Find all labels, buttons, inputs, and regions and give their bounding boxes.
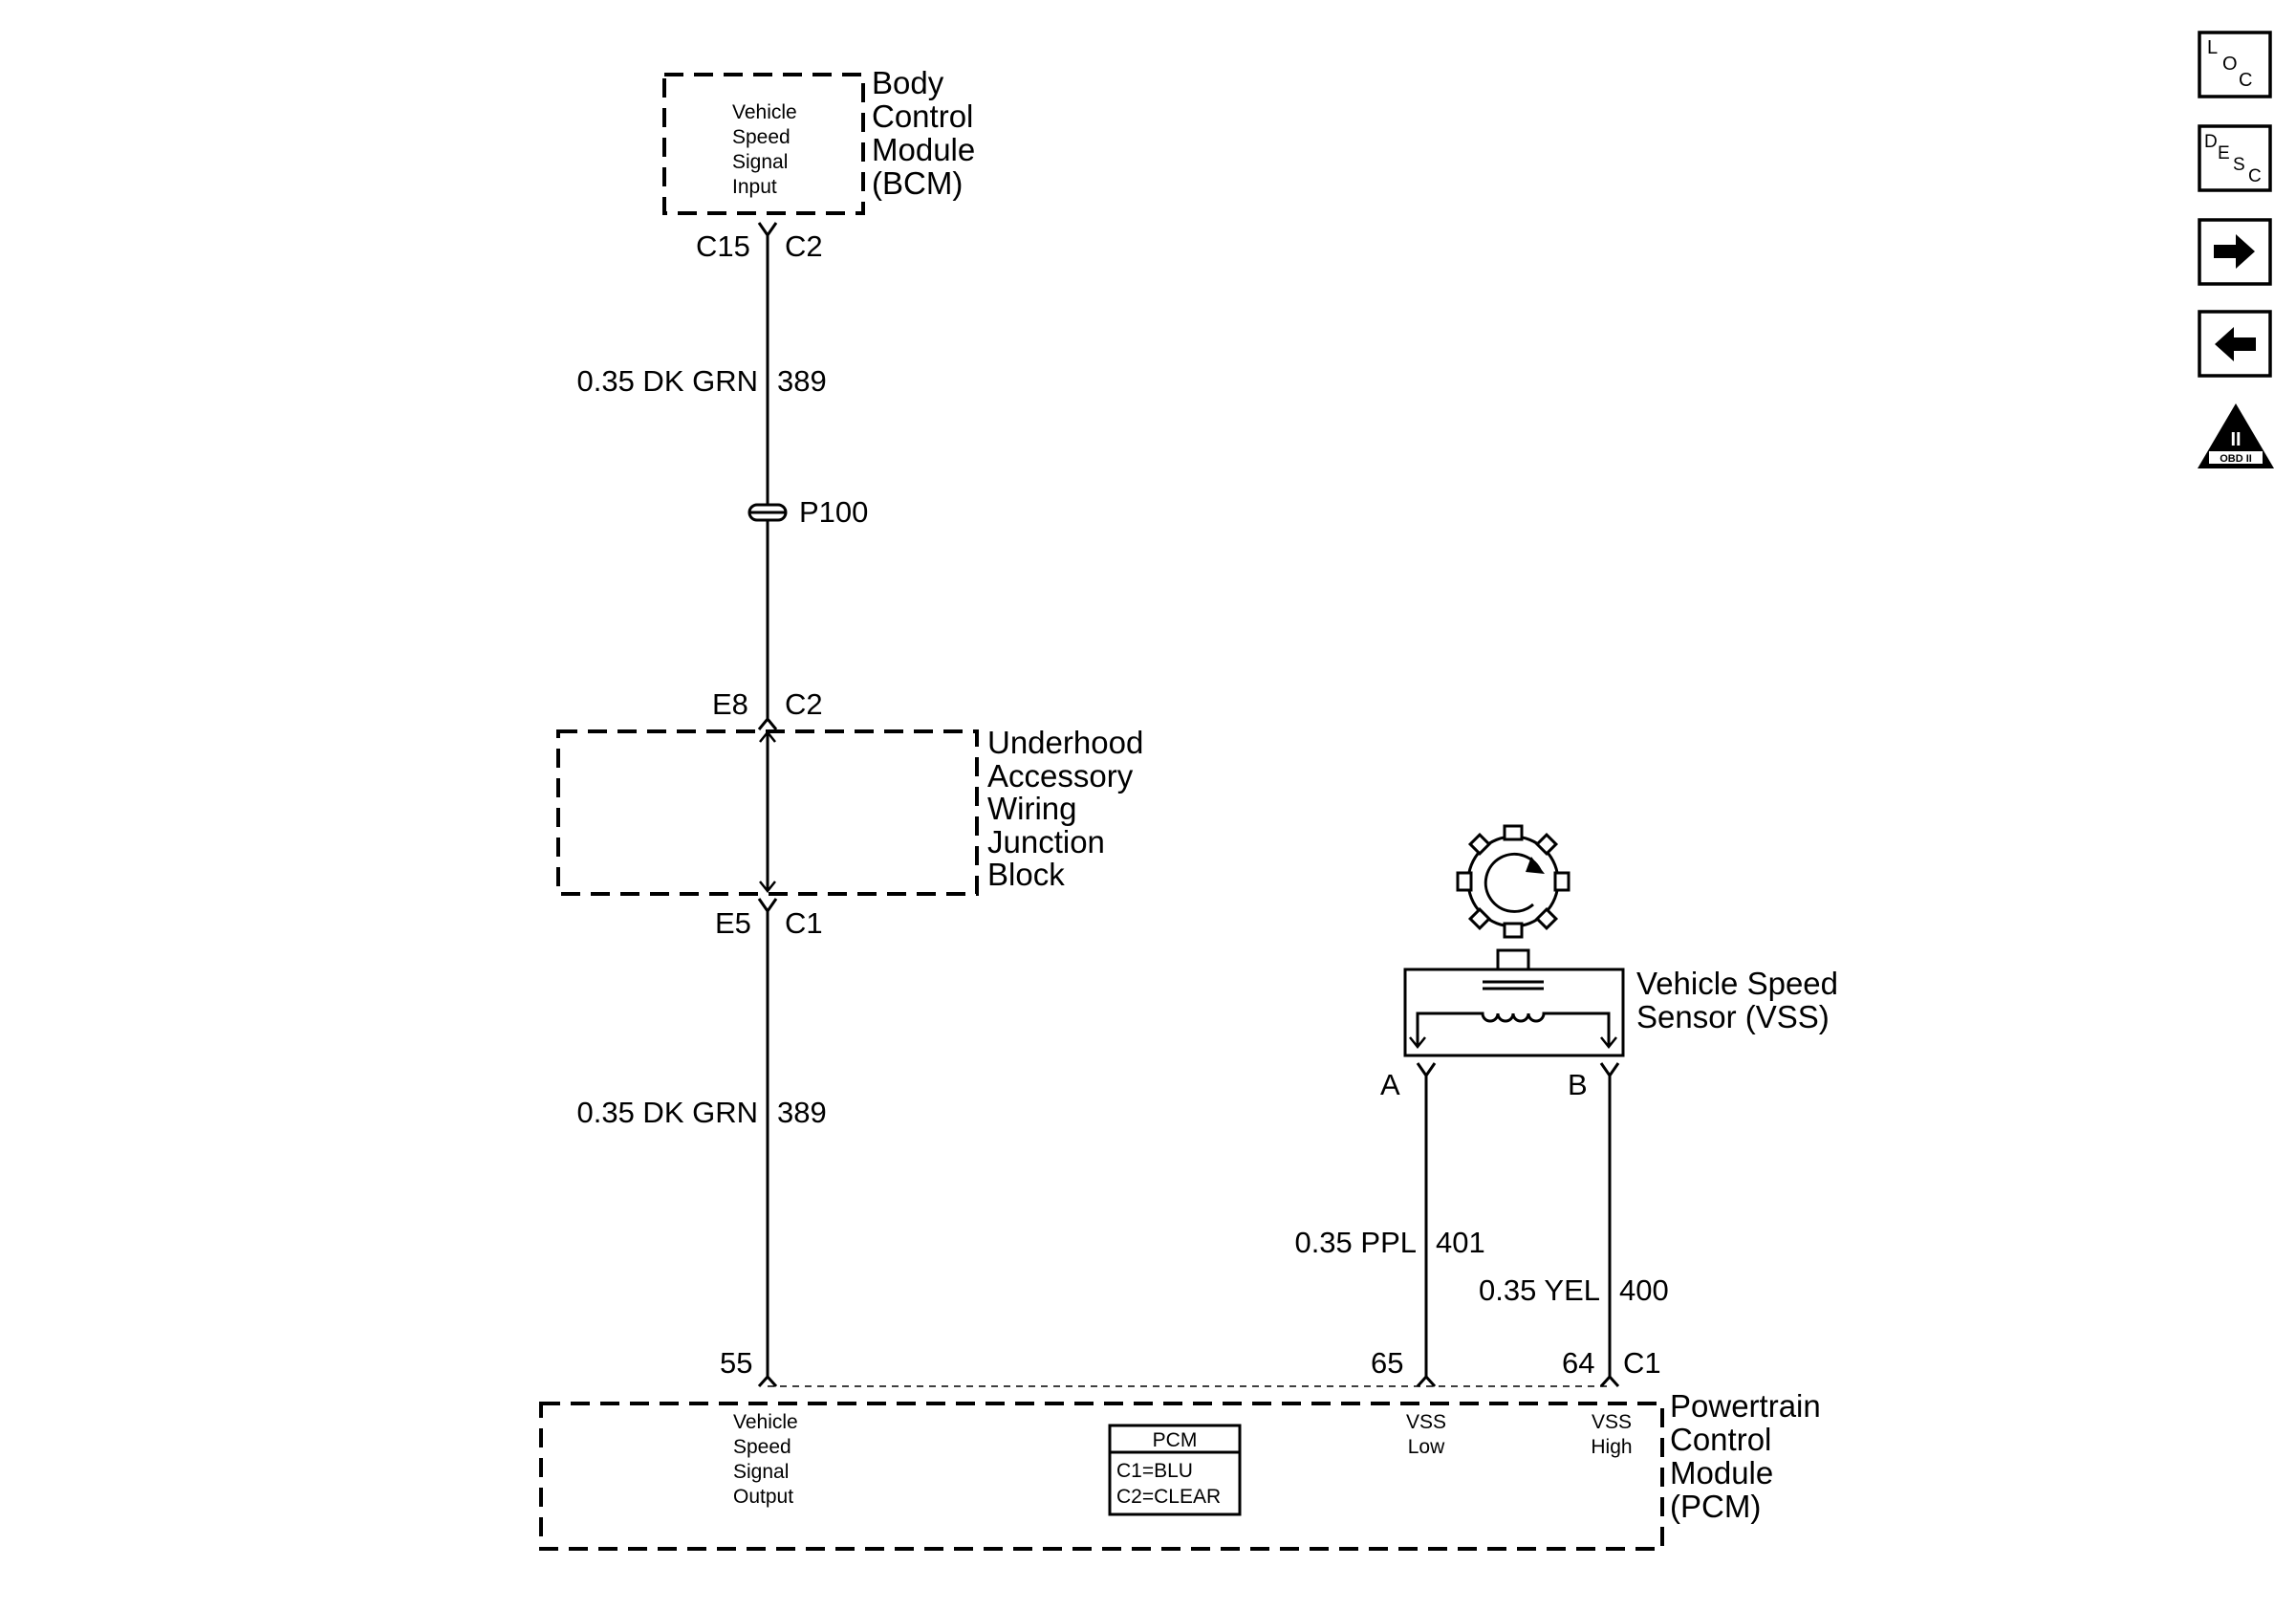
pcm-high-label-1: VSS	[1592, 1411, 1632, 1433]
pcm-label-line-2: Control	[1670, 1422, 1771, 1457]
junction-top-connector: C2	[785, 687, 823, 721]
bcm-module: Vehicle Speed Signal Input Body Control …	[662, 65, 975, 263]
pcm-low-label-1: VSS	[1406, 1411, 1446, 1433]
bcm-inner-line-4: Input	[732, 176, 777, 198]
bcm-box	[662, 73, 865, 215]
obd-symbol: II	[2230, 429, 2241, 450]
junction-bottom-pin: E5	[715, 906, 751, 940]
junction-internal-arrow-down	[759, 881, 776, 894]
bcm-label-line-1: Body	[872, 65, 944, 100]
loc-letter-3: C	[2239, 70, 2252, 91]
nav-desc-button[interactable]: D E S C	[2198, 124, 2272, 192]
desc-letter-3: S	[2233, 155, 2245, 175]
junction-bottom-connector-symbol	[757, 898, 778, 914]
pcm-connector-64-symbol	[1599, 1374, 1620, 1388]
coil-icon	[1409, 980, 1617, 1050]
bcm-connector: C2	[785, 229, 823, 263]
nav-obd-button[interactable]: II OBD II	[2198, 403, 2274, 468]
splice-label: P100	[799, 495, 868, 529]
pcm-pin-high: 64	[1562, 1346, 1594, 1380]
pcm-output-label-3: Signal	[733, 1461, 789, 1483]
junction-label-line-1: Underhood	[987, 725, 1143, 760]
junction-internal-arrow-up	[759, 729, 776, 743]
wire-389-upper-gauge: 0.35 DK GRN	[576, 364, 758, 398]
splice-p100: P100	[747, 495, 868, 529]
junction-bottom-connector: C1	[785, 906, 823, 940]
bcm-inner-line-2: Speed	[732, 126, 791, 148]
wire-400-gauge: 0.35 YEL	[1479, 1273, 1600, 1307]
desc-letter-1: D	[2204, 132, 2218, 152]
obd-label-bg	[2209, 451, 2263, 464]
pcm-box	[539, 1402, 1664, 1551]
vss-pin-a: A	[1380, 1068, 1400, 1101]
pcm-output-label-4: Output	[733, 1486, 793, 1508]
obd-label: OBD II	[2220, 453, 2252, 465]
junction-top-pin: E8	[712, 687, 748, 721]
junction-label-line-4: Junction	[987, 824, 1105, 859]
vss-connector-b-symbol	[1599, 1062, 1620, 1078]
bcm-label-line-4: (BCM)	[872, 165, 963, 201]
loc-letter-1: L	[2207, 37, 2218, 58]
wire-389-lower-gauge: 0.35 DK GRN	[576, 1096, 758, 1129]
pcm-output-label-2: Speed	[733, 1436, 791, 1458]
vss-label-line-1: Vehicle Speed	[1636, 966, 1838, 1001]
pcm-connector-legend: PCM C1=BLU C2=CLEAR	[1108, 1424, 1242, 1516]
bcm-label-line-3: Module	[872, 132, 975, 167]
bcm-pin: C15	[696, 229, 750, 263]
legend-line-2: C2=CLEAR	[1116, 1486, 1221, 1508]
desc-letter-4: C	[2248, 166, 2262, 186]
junction-label-line-2: Accessory	[987, 758, 1134, 794]
pcm-label-line-1: Powertrain	[1670, 1388, 1821, 1424]
junction-label-line-3: Wiring	[987, 791, 1077, 826]
nav-next-button[interactable]	[2198, 218, 2272, 286]
pcm-label-line-3: Module	[1670, 1455, 1773, 1490]
vss-sensor-tip	[1496, 948, 1530, 971]
loc-letter-2: O	[2222, 54, 2238, 75]
vss-pin-b: B	[1568, 1068, 1588, 1101]
bcm-inner-line-1: Vehicle	[732, 101, 797, 123]
pcm-label-line-4: (PCM)	[1670, 1489, 1761, 1524]
wire-401-circuit: 401	[1436, 1226, 1485, 1259]
junction-top-connector-symbol	[757, 716, 778, 730]
legend-line-1: C1=BLU	[1116, 1460, 1193, 1482]
nav-back-button[interactable]	[2198, 310, 2272, 378]
arrow-left-icon	[2215, 327, 2256, 361]
desc-letter-2: E	[2218, 143, 2230, 163]
pcm-high-label-2: High	[1591, 1436, 1632, 1458]
vss-connector-a-symbol	[1416, 1062, 1437, 1078]
pcm-connector-55-symbol	[757, 1374, 778, 1388]
wire-400-circuit: 400	[1619, 1273, 1669, 1307]
bcm-label-line-2: Control	[872, 98, 973, 134]
junction-block: E8 C2 E5 C1 Underhood Accessory Wiring J…	[556, 687, 1143, 940]
wire-401-gauge: 0.35 PPL	[1294, 1226, 1417, 1259]
arrow-right-icon	[2214, 234, 2255, 269]
wire-389-upper-circuit: 389	[777, 364, 827, 398]
pcm-low-label-2: Low	[1408, 1436, 1445, 1458]
bcm-connector-symbol	[757, 222, 778, 238]
pcm-pin-output: 55	[720, 1346, 752, 1380]
reluctor-wheel-icon	[1456, 824, 1570, 939]
junction-label-line-5: Block	[987, 857, 1065, 892]
bcm-inner-line-3: Signal	[732, 151, 788, 173]
wire-389-lower-circuit: 389	[777, 1096, 827, 1129]
pcm-connector-65-symbol	[1416, 1374, 1437, 1388]
vss-sensor: Vehicle Speed Sensor (VSS) A B	[1380, 824, 1838, 1101]
nav-loc-button[interactable]: L O C	[2198, 31, 2272, 98]
pcm-pin-low: 65	[1371, 1346, 1403, 1380]
legend-title: PCM	[1153, 1429, 1198, 1451]
pcm-output-label-1: Vehicle	[733, 1411, 798, 1433]
vss-label-line-2: Sensor (VSS)	[1636, 999, 1830, 1034]
pcm-connector: C1	[1623, 1346, 1661, 1380]
pcm-module: 55 65 64 C1 Vehicle Speed Signal Output …	[539, 1346, 1821, 1551]
